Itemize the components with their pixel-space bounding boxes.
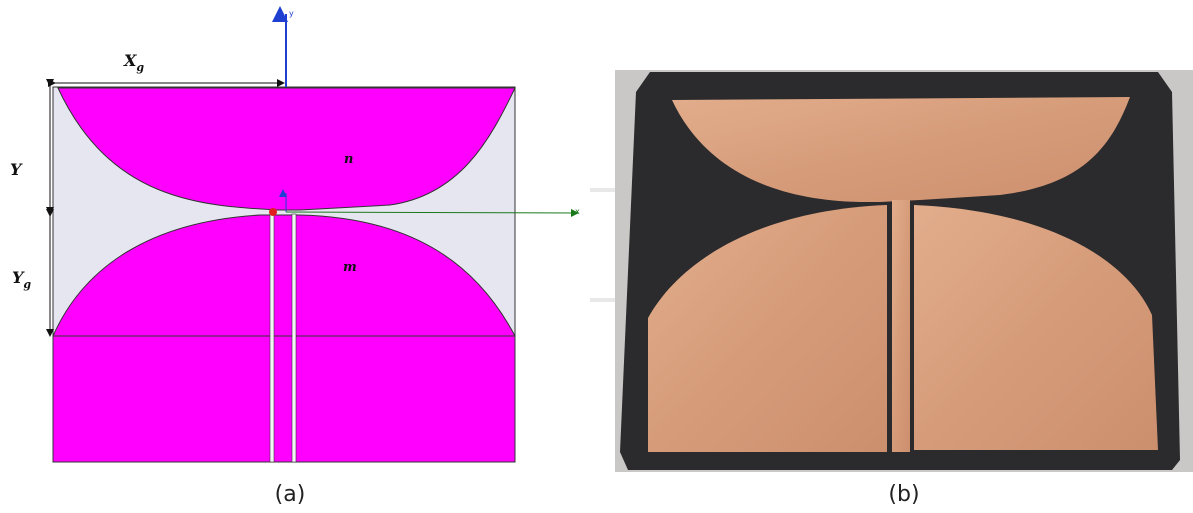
y-axis-label: y bbox=[289, 9, 294, 18]
caption-b: (b) bbox=[888, 482, 919, 507]
x-axis bbox=[285, 208, 579, 217]
region-label-n: n bbox=[344, 152, 353, 167]
copper-lower-right-patch bbox=[914, 205, 1158, 450]
caption-a: (a) bbox=[275, 482, 306, 507]
copper-upper-patch bbox=[672, 97, 1130, 202]
feed-slot-right bbox=[291, 213, 297, 463]
region-label-m: m bbox=[343, 260, 357, 275]
feed-slot-left bbox=[269, 213, 275, 463]
copper-lower-left-patch bbox=[648, 205, 887, 452]
upper-patch-n bbox=[57, 87, 516, 211]
x-axis-label: x bbox=[575, 207, 580, 216]
yg-label: Yg bbox=[12, 268, 31, 291]
lower-patch-m bbox=[52, 214, 516, 463]
xg-label: Xg bbox=[123, 51, 144, 74]
panel-a-model: Xg Y Yg n m y x bbox=[10, 6, 580, 463]
copper-feed-line bbox=[892, 200, 910, 452]
panel-b-photo bbox=[615, 70, 1193, 472]
y-label: Y bbox=[10, 160, 23, 179]
feed-point bbox=[269, 208, 277, 216]
